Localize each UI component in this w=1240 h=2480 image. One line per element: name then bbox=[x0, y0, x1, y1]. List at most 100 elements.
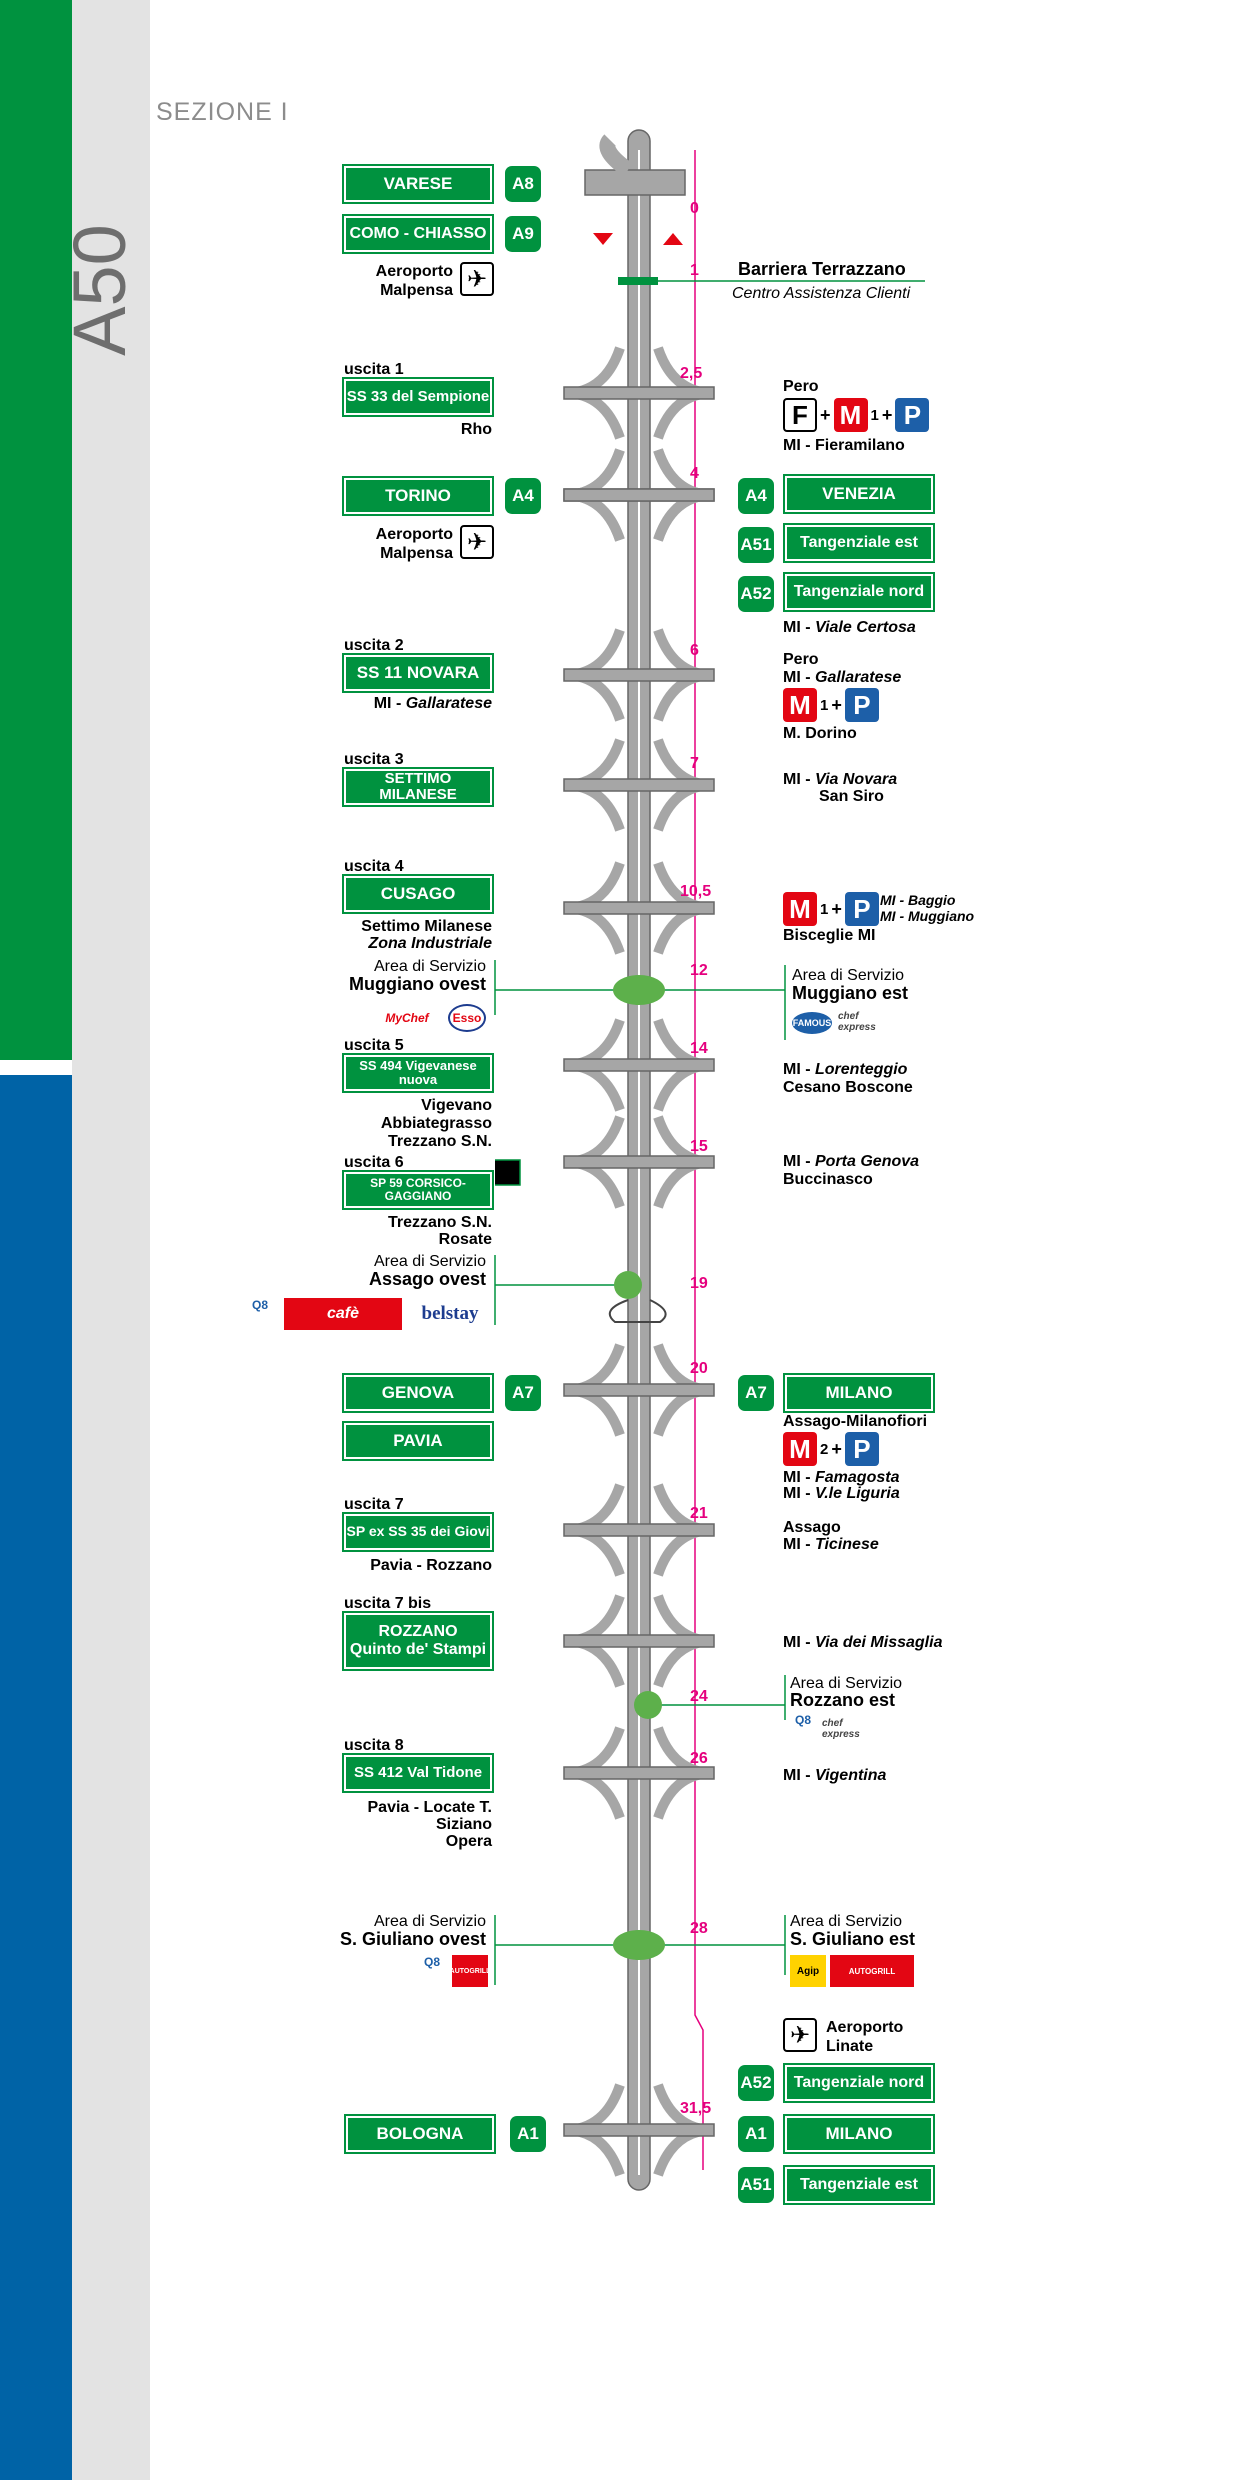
exit-4-label: uscita 4 bbox=[344, 858, 404, 875]
sign-exit-6: SP 59 CORSICO-GAGGIANO bbox=[342, 1170, 494, 1210]
sign-milano-a1: MILANO bbox=[783, 2114, 935, 2154]
km-marker: 21 bbox=[690, 1505, 708, 1522]
viale-certosa-label: MI - Viale Certosa bbox=[783, 619, 916, 636]
km-marker: 20 bbox=[690, 1360, 708, 1377]
exit-6-dest-2: Rosate bbox=[438, 1231, 492, 1248]
agip-logo: Agip bbox=[790, 1955, 826, 1987]
barrier-title: Barriera Terrazzano bbox=[738, 259, 906, 279]
km-marker: 4 bbox=[690, 465, 699, 482]
sign-genova: GENOVA bbox=[342, 1373, 494, 1413]
sign-exit-5: SS 494 Vigevanese nuova bbox=[342, 1053, 494, 1093]
exit-7-label: uscita 7 bbox=[344, 1496, 404, 1513]
sign-exit-2: SS 11 NOVARA bbox=[342, 653, 494, 693]
exit-6-right-1: MI - Porta Genova bbox=[783, 1153, 920, 1170]
sign-exit-8: SS 412 Val Tidone bbox=[342, 1753, 494, 1793]
exit-5-dest-2: Abbiategrasso bbox=[380, 1115, 492, 1132]
crossing-road bbox=[563, 1058, 715, 1072]
exit-5-dest-1: Vigevano bbox=[421, 1097, 492, 1114]
km-marker: 31,5 bbox=[680, 2100, 712, 2117]
route-badge-a7-left: A7 bbox=[505, 1375, 541, 1411]
airplane-icon: ✈ bbox=[460, 262, 494, 296]
crossing-road bbox=[563, 1634, 715, 1648]
km-marker: 0 bbox=[690, 200, 699, 217]
side-band bbox=[72, 0, 150, 2480]
route-badge-a4-left: A4 bbox=[505, 478, 541, 514]
autogrill-cafe-logo: cafè bbox=[284, 1298, 402, 1330]
exit-2-right-3: M. Dorino bbox=[783, 725, 857, 742]
crossing-road bbox=[563, 488, 715, 502]
toll-barrier bbox=[618, 277, 658, 285]
parking-icon: P bbox=[844, 688, 879, 722]
barrier-subtitle: Centro Assistenza Clienti bbox=[732, 285, 911, 302]
parking-icon: P bbox=[895, 398, 930, 432]
sign-bologna: BOLOGNA bbox=[344, 2114, 496, 2154]
metro-m-icon: M bbox=[783, 688, 817, 722]
crossing-road bbox=[563, 1155, 715, 1169]
airplane-icon: ✈ bbox=[783, 2018, 817, 2052]
exit-4-right-small-2: MI - Muggiano bbox=[880, 908, 975, 924]
autogrill-logo: AUTOGRILL bbox=[830, 1955, 914, 1987]
sign-como-chiasso: COMO - CHIASSO bbox=[342, 214, 494, 254]
exit-4-dest-2: Zona Industriale bbox=[368, 935, 492, 952]
km-marker: 1 bbox=[690, 262, 699, 279]
service-assago-ovest-t2: Assago ovest bbox=[368, 1269, 486, 1289]
service-assago-ovest-t1: Area di Servizio bbox=[373, 1253, 486, 1270]
belstay-logo: belstay bbox=[421, 1303, 479, 1324]
exit-1-right-top: Pero bbox=[783, 378, 819, 395]
exit-5-label: uscita 5 bbox=[344, 1037, 404, 1054]
sign-torino: TORINO bbox=[342, 476, 494, 516]
service-sgiuliano-est-t1: Area di Servizio bbox=[790, 1913, 903, 1930]
sign-exit-7: SP ex SS 35 dei Giovi bbox=[342, 1512, 494, 1552]
service-muggiano-ovest-t2: Muggiano ovest bbox=[348, 974, 486, 994]
exit-6-label: uscita 6 bbox=[344, 1154, 404, 1171]
km-marker: 24 bbox=[690, 1688, 708, 1705]
section-title: SEZIONE I bbox=[156, 98, 289, 126]
motorway-band-green bbox=[0, 0, 72, 1060]
autogrill-logo: AUTOGRILL bbox=[450, 1955, 490, 1987]
exit-8-dest-2: Siziano bbox=[435, 1816, 492, 1833]
km-marker: 6 bbox=[690, 642, 699, 659]
service-dots bbox=[613, 975, 665, 1960]
exit-1-right-bottom: MI - Fieramilano bbox=[783, 437, 905, 454]
route-badge-a9: A9 bbox=[505, 216, 541, 252]
exit-8-label: uscita 8 bbox=[344, 1737, 404, 1754]
exit-5-right-1: MI - Lorenteggio bbox=[783, 1061, 908, 1078]
parking-icon: P bbox=[844, 1432, 879, 1466]
chef-express-logo: chef express bbox=[838, 1011, 876, 1033]
rail-f-icon: F bbox=[783, 398, 817, 432]
metro-m-icon: M bbox=[783, 892, 817, 926]
airport-malpensa-label: Aeroporto Malpensa bbox=[375, 263, 453, 299]
exit-2-dest: MI - Gallaratese bbox=[373, 695, 492, 712]
metro-m-icon: M bbox=[783, 1432, 817, 1466]
sign-exit-1: SS 33 del Sempione bbox=[342, 377, 494, 417]
sign-milano-a7: MILANO bbox=[783, 1373, 935, 1413]
km-marker: 10,5 bbox=[680, 883, 712, 900]
exit-2-label: uscita 2 bbox=[344, 637, 404, 654]
service-sgiuliano-ovest-t2: S. Giuliano ovest bbox=[339, 1929, 486, 1949]
exit-1-label: uscita 1 bbox=[344, 361, 404, 378]
famous-logo: FAMOUS bbox=[792, 1012, 832, 1034]
service-sgiuliano-ovest-t1: Area di Servizio bbox=[373, 1913, 486, 1930]
parking-icon: P bbox=[844, 892, 879, 926]
exit-8-dest-1: Pavia - Locate T. bbox=[367, 1799, 493, 1816]
interchanges bbox=[563, 346, 715, 2177]
crossing-road bbox=[563, 668, 715, 682]
route-badge-a1-left: A1 bbox=[510, 2116, 546, 2152]
metro-m-icon: M bbox=[833, 398, 868, 432]
exit-3-label: uscita 3 bbox=[344, 751, 404, 768]
route-badge-a52: A52 bbox=[738, 576, 774, 612]
sign-tangenziale-nord: Tangenziale nord bbox=[783, 572, 935, 612]
airplane-icon: ✈ bbox=[460, 525, 494, 559]
direction-arrow-down bbox=[593, 233, 613, 245]
sign-venezia: VENEZIA bbox=[783, 474, 935, 514]
km-marker: 28 bbox=[690, 1920, 708, 1937]
assago-milanofiori-label: Assago-Milanofiori bbox=[783, 1413, 928, 1430]
service-rozzano-est-t2: Rozzano est bbox=[790, 1690, 896, 1710]
service-sgiuliano-est-t2: S. Giuliano est bbox=[790, 1929, 916, 1949]
route-badge-a51: A51 bbox=[738, 2167, 774, 2203]
exit-6-right-2: Buccinasco bbox=[783, 1171, 873, 1188]
